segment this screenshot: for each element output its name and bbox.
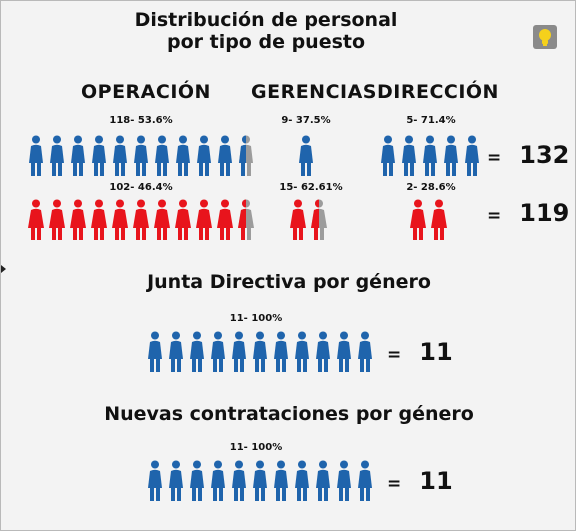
person-icon — [148, 331, 162, 372]
section-title-junta: Junta Directiva por género — [147, 271, 431, 293]
person-icon — [295, 460, 309, 501]
person-icon — [290, 199, 306, 240]
icon-row-operacion-male — [27, 135, 258, 179]
person-icon — [113, 135, 127, 176]
person-icon — [50, 135, 64, 176]
icon-row-nuevas — [146, 460, 377, 504]
data-label-operacion-female: 102- 46.4% — [109, 182, 173, 193]
equals-sign: = — [487, 148, 502, 168]
person-icon — [239, 135, 253, 176]
section-title-nuevas: Nuevas contrataciones por género — [104, 403, 474, 425]
data-label-gerencias-male: 9- 37.5% — [281, 115, 331, 126]
main-title-line2: por tipo de puesto — [166, 31, 366, 53]
total-male: = 132 — [487, 141, 569, 169]
total-junta: = 11 — [387, 338, 453, 366]
person-icon — [381, 135, 395, 176]
person-icon — [28, 199, 44, 240]
person-icon — [190, 331, 204, 372]
person-icon — [337, 331, 351, 372]
person-icon — [299, 135, 313, 176]
category-label-operacion: OPERACIÓN — [81, 81, 211, 103]
person-icon — [197, 135, 211, 176]
person-icon — [29, 135, 43, 176]
person-icon — [358, 460, 372, 501]
person-icon — [196, 199, 212, 240]
person-icon — [253, 331, 267, 372]
category-label-gerencias: GERENCIAS — [251, 81, 377, 103]
person-icon — [358, 331, 372, 372]
equals-sign: = — [487, 206, 502, 226]
person-icon — [218, 135, 232, 176]
equals-sign: = — [387, 345, 402, 365]
person-icon — [410, 199, 426, 240]
lightbulb-icon[interactable] — [533, 25, 557, 49]
total-nuevas: = 11 — [387, 467, 453, 495]
person-icon — [134, 135, 148, 176]
person-icon — [232, 331, 246, 372]
total-male-value: 132 — [519, 141, 570, 169]
person-icon — [49, 199, 65, 240]
person-icon — [316, 331, 330, 372]
person-icon — [238, 199, 254, 240]
person-icon — [431, 199, 447, 240]
person-icon — [176, 135, 190, 176]
icon-row-operacion-female — [27, 199, 258, 243]
person-icon — [169, 331, 183, 372]
person-icon — [211, 331, 225, 372]
person-icon — [402, 135, 416, 176]
person-icon — [295, 331, 309, 372]
data-label-nuevas: 11- 100% — [229, 442, 283, 453]
person-icon — [444, 135, 458, 176]
icon-row-gerencias-male — [297, 135, 318, 179]
category-label-direccion: DIRECCIÓN — [377, 81, 499, 103]
data-label-direccion-male: 5- 71.4% — [406, 115, 456, 126]
person-icon — [465, 135, 479, 176]
data-label-operacion-male: 118- 53.6% — [109, 115, 173, 126]
total-nuevas-value: 11 — [419, 467, 453, 495]
total-junta-value: 11 — [419, 338, 453, 366]
person-icon — [133, 199, 149, 240]
total-female-value: 119 — [519, 199, 570, 227]
main-title-line1: Distribución de personal — [134, 9, 398, 31]
person-icon — [112, 199, 128, 240]
person-icon — [190, 460, 204, 501]
equals-sign: = — [387, 474, 402, 494]
data-label-gerencias-female: 15- 62.61% — [279, 182, 343, 193]
person-icon — [232, 460, 246, 501]
person-icon — [70, 199, 86, 240]
total-female: = 119 — [487, 199, 569, 227]
person-icon — [148, 460, 162, 501]
icon-row-gerencias-female — [289, 199, 331, 243]
person-icon — [211, 460, 225, 501]
person-icon — [71, 135, 85, 176]
person-icon — [423, 135, 437, 176]
person-icon — [92, 135, 106, 176]
person-icon — [253, 460, 267, 501]
person-icon — [217, 199, 233, 240]
person-icon — [175, 199, 191, 240]
person-icon — [169, 460, 183, 501]
person-icon — [274, 331, 288, 372]
collapse-arrow-icon[interactable] — [1, 265, 6, 273]
person-icon — [274, 460, 288, 501]
icon-row-direccion-female — [409, 199, 451, 243]
icon-row-direccion-male — [379, 135, 484, 179]
person-icon — [337, 460, 351, 501]
person-icon — [311, 199, 327, 240]
data-label-junta: 11- 100% — [229, 313, 283, 324]
person-icon — [155, 135, 169, 176]
person-icon — [316, 460, 330, 501]
person-icon — [154, 199, 170, 240]
person-icon — [91, 199, 107, 240]
icon-row-junta — [146, 331, 377, 375]
data-label-direccion-female: 2- 28.6% — [406, 182, 456, 193]
